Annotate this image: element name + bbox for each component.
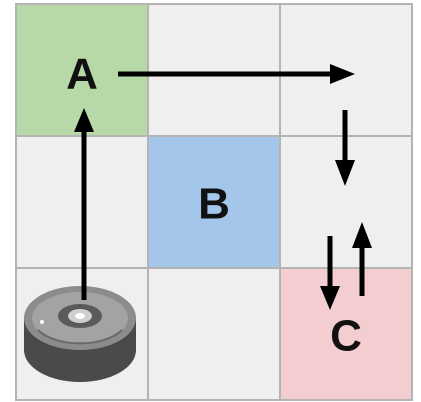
cell-bottom-middle (147, 267, 281, 401)
arrowhead-up-icon (352, 222, 372, 248)
path-arrows (74, 64, 372, 310)
robot-vacuum-icon (24, 286, 136, 382)
arrowhead-down-icon (335, 160, 355, 186)
arrowhead-down-icon (320, 286, 340, 310)
cell-label-a: A (66, 50, 98, 99)
cell-top-right (279, 3, 413, 137)
cell-label-c: C (330, 312, 362, 361)
cell-labels: A B C (66, 50, 362, 361)
cell-top-middle (147, 3, 281, 137)
arrowhead-right-icon (330, 64, 355, 84)
cell-c (279, 267, 413, 401)
cell-label-b: B (198, 180, 230, 229)
arrowhead-up-icon (74, 108, 94, 132)
